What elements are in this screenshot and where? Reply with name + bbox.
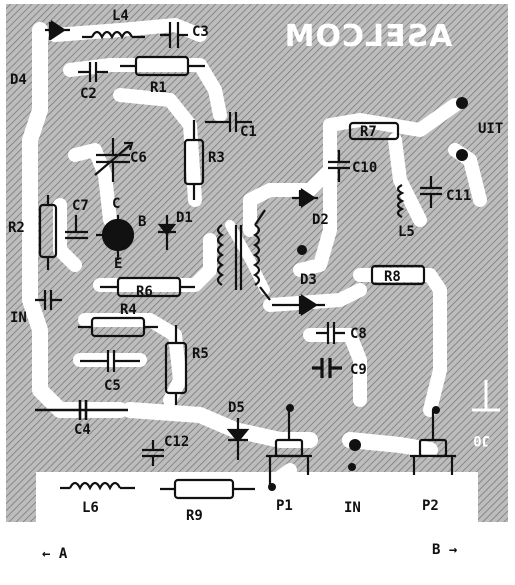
coil-l4 (82, 30, 145, 40)
label-c11: C11 (446, 188, 471, 204)
capacitor-c10 (328, 150, 350, 182)
capacitor-c11 (420, 176, 442, 208)
capacitor-c5 (80, 350, 140, 372)
label-j0: J0 (473, 432, 490, 448)
transformer (216, 209, 271, 301)
label-b: B (138, 214, 146, 230)
label-c3: C3 (192, 24, 209, 40)
label-uit: UIT (478, 121, 503, 137)
label-c2: C2 (80, 86, 97, 102)
label-r8: R8 (384, 269, 401, 285)
ground-symbol (472, 380, 500, 412)
label-p1: P1 (276, 498, 293, 514)
potentiometer-p2 (410, 410, 456, 475)
label-r2: R2 (8, 220, 25, 236)
label-r9: R9 (186, 508, 203, 524)
label-c4: C4 (74, 422, 91, 438)
label-d5: D5 (228, 400, 245, 416)
diode-d2 (292, 187, 318, 209)
label-c7: C7 (72, 198, 89, 214)
diode-d4 (45, 19, 70, 41)
resistor-r8 (370, 264, 426, 286)
capacitor-c12 (142, 440, 164, 466)
label-r7: R7 (360, 124, 377, 140)
board-right-tab (478, 472, 508, 522)
capacitor-c1 (205, 112, 252, 132)
edge-label-b: B → (432, 542, 457, 558)
capacitor-c7 (65, 215, 88, 240)
label-d2: D2 (312, 212, 329, 228)
label-d1: D1 (176, 210, 193, 226)
label-r3: R3 (208, 150, 225, 166)
potentiometer-p1 (266, 408, 312, 485)
component-labels: L4 C3 D4 C2 R1 C1 C6 R3 R7 C10 UIT C11 L… (8, 8, 503, 562)
board-left-tab (6, 472, 36, 522)
coil-l6 (60, 481, 135, 491)
label-e: E (114, 256, 122, 272)
resistor-r7 (348, 121, 400, 141)
label-in-bottom: IN (344, 500, 361, 516)
label-in-left: IN (10, 310, 27, 326)
board-bottom-strip (30, 482, 500, 574)
label-c5: C5 (104, 378, 121, 394)
label-c: C (112, 196, 120, 212)
trimmer-c6 (94, 138, 134, 182)
watermark-text: ASELCOM (284, 19, 453, 54)
label-c6: C6 (130, 150, 147, 166)
label-c8: C8 (350, 326, 367, 342)
capacitor-c9 (312, 358, 342, 378)
label-d4: D4 (10, 72, 27, 88)
label-l6: L6 (82, 500, 99, 516)
label-r1: R1 (150, 80, 167, 96)
label-r5: R5 (192, 346, 209, 362)
capacitor-c3 (160, 22, 188, 48)
coil-l5 (396, 184, 405, 218)
label-c10: C10 (352, 160, 377, 176)
diode-d3 (272, 293, 325, 317)
label-c9: C9 (350, 362, 367, 378)
edge-label-a: ← A (42, 546, 68, 562)
label-l4: L4 (112, 8, 129, 24)
capacitor-c8 (316, 322, 345, 344)
label-r4: R4 (120, 302, 137, 318)
transistor-body (101, 218, 135, 252)
label-c1: C1 (240, 124, 257, 140)
label-p2: P2 (422, 498, 439, 514)
label-r6: R6 (136, 284, 153, 300)
capacitor-c2 (78, 62, 108, 82)
capacitor-in (35, 290, 62, 310)
capacitor-c4 (35, 400, 128, 420)
solder-pads (268, 97, 468, 491)
diode-d5 (226, 418, 250, 460)
label-c12: C12 (164, 434, 189, 450)
label-d3: D3 (300, 272, 317, 288)
diode-d1 (157, 215, 177, 250)
label-l5: L5 (398, 224, 415, 240)
components (35, 19, 500, 500)
